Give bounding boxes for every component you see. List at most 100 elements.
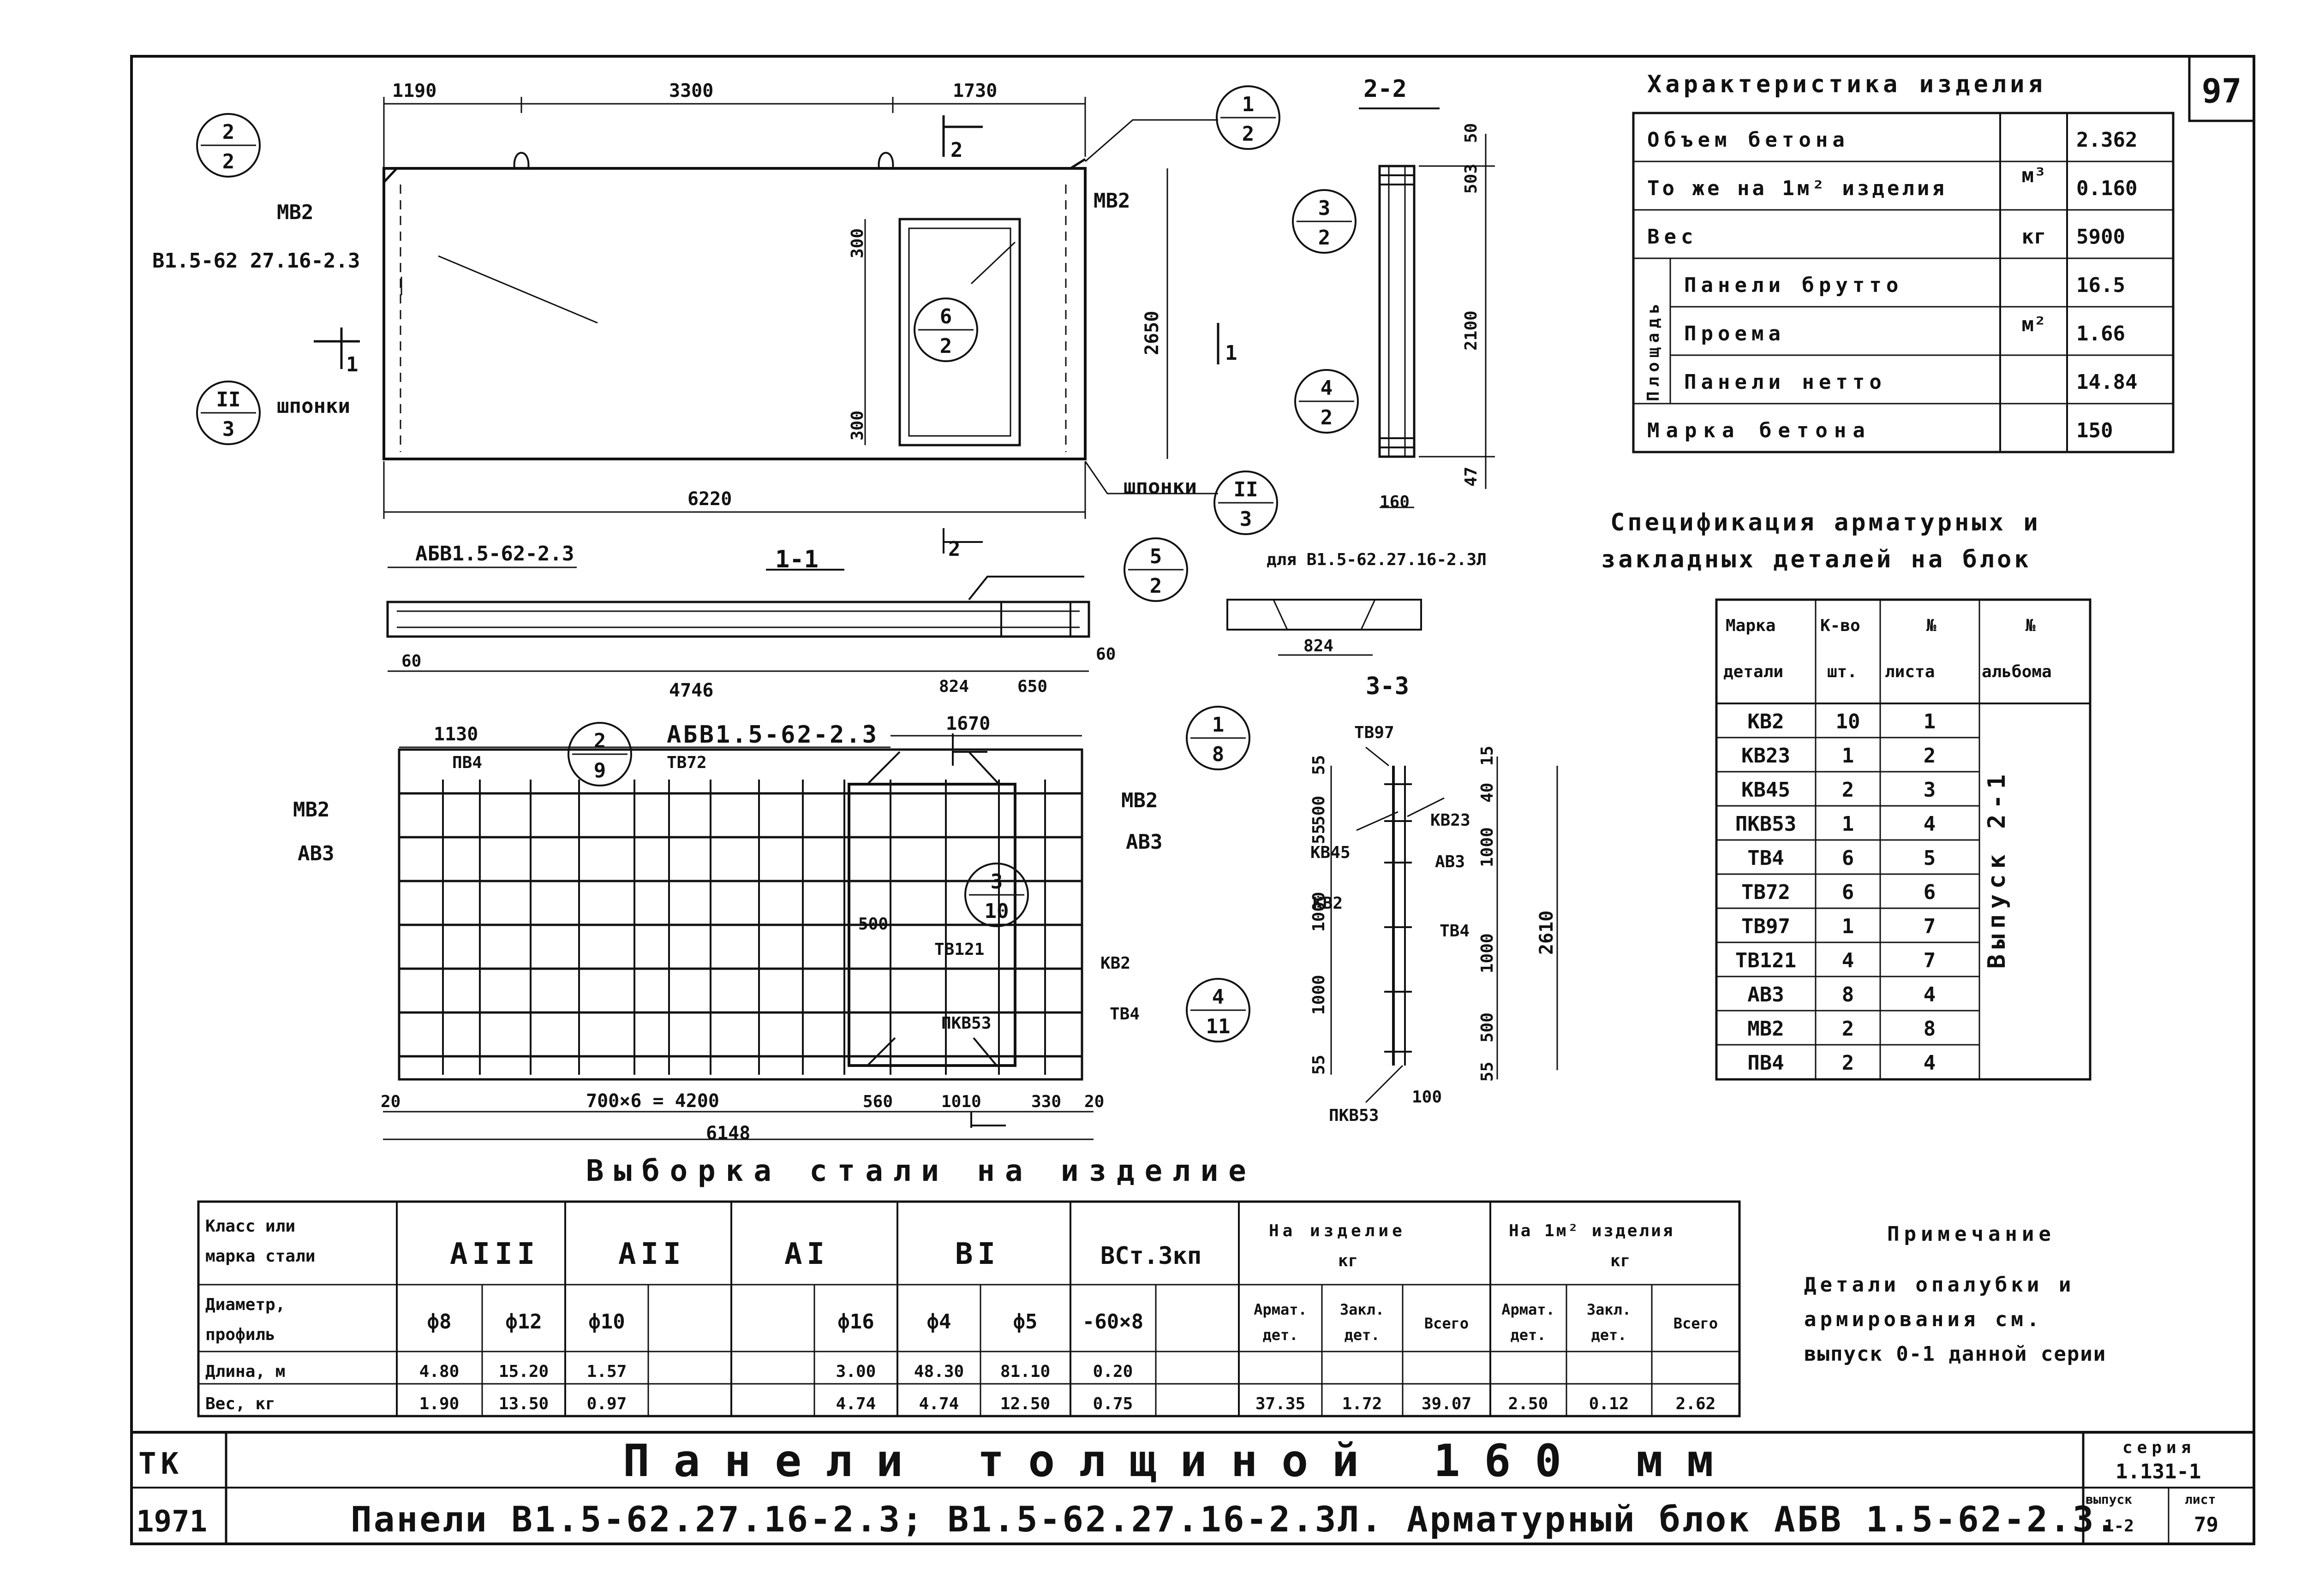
steel-subheader: дет. bbox=[1262, 1326, 1298, 1344]
section-3-3 bbox=[1330, 746, 1558, 1103]
spec-cell: 3 bbox=[1924, 778, 1936, 802]
spec-cell: ПКВ53 bbox=[1735, 812, 1796, 836]
callout-bottom: 9 bbox=[594, 759, 606, 782]
char-unit-2: кг bbox=[2022, 225, 2046, 249]
callout-circle bbox=[914, 298, 978, 362]
dim-total: 6220 bbox=[687, 488, 732, 510]
steel-class-1: АII bbox=[618, 1237, 686, 1271]
steel-profile-cell: ф5 bbox=[1013, 1310, 1038, 1334]
spec-header-mark-1: Марка bbox=[1726, 616, 1775, 635]
char-value-5: 14.84 bbox=[2076, 370, 2137, 394]
spec-cell: 2 bbox=[1842, 1017, 1854, 1041]
spec-header-album-1: № bbox=[2025, 616, 2036, 635]
block-label-pkv53: ПКВ53 bbox=[941, 1014, 991, 1033]
dim-top-2: 1730 bbox=[953, 80, 997, 101]
spec-cell: 1 bbox=[1924, 710, 1936, 733]
spec-cell: 1 bbox=[1842, 915, 1854, 938]
cut-mark-2-sec11: 2 bbox=[948, 537, 961, 561]
spec-header-mark-2: детали bbox=[1723, 662, 1783, 681]
char-label-0: Объем бетона bbox=[1647, 128, 1849, 152]
spec-cell: 2 bbox=[1842, 1051, 1854, 1075]
spec-cell: АВ3 bbox=[1747, 983, 1784, 1006]
s33-label-tv97: ТВ97 bbox=[1354, 723, 1394, 742]
steel-length-cell: 4.80 bbox=[419, 1362, 460, 1381]
spec-header-sheet-2: листа bbox=[1885, 662, 1935, 681]
steel-class-2: АI bbox=[784, 1237, 829, 1271]
s33-dim-3: 1000 bbox=[1309, 892, 1328, 932]
page-number: 97 bbox=[2202, 71, 2242, 110]
s33-label-kv2: КВ2 bbox=[1313, 894, 1343, 913]
spec-cell: 8 bbox=[1924, 1017, 1936, 1041]
dim-11-1: 4746 bbox=[669, 680, 713, 701]
char-label-3: Панели брутто bbox=[1684, 274, 1903, 297]
block-label-av3-right: АВ3 bbox=[1126, 830, 1162, 854]
steel-profile-cell: ф8 bbox=[427, 1310, 452, 1334]
callout-circle bbox=[1186, 706, 1250, 770]
cut-mark-1-left: 1 bbox=[346, 353, 359, 376]
steel-title: Выборка стали на изделие bbox=[586, 1154, 1256, 1188]
spec-cell: 2 bbox=[1842, 778, 1854, 802]
steel-weight-label: Вес, кг bbox=[205, 1394, 275, 1413]
spec-cell: КВ23 bbox=[1741, 744, 1790, 768]
sheet-subtitle: Панели В1.5-62.27.16-2.3; В1.5-62.27.16-… bbox=[351, 1499, 2118, 1540]
callout-bottom: 2 bbox=[1150, 574, 1162, 598]
page-number-box bbox=[2188, 55, 2255, 122]
dim-11-3: 650 bbox=[1017, 677, 1047, 696]
s33-dim-8: 1000 bbox=[1478, 827, 1497, 867]
steel-class-0: АIII bbox=[450, 1237, 539, 1271]
steel-profile-label-1: Диаметр, bbox=[205, 1295, 285, 1314]
block-label-pv4: ПВ4 bbox=[452, 753, 482, 772]
year-label: 1971 bbox=[136, 1505, 207, 1539]
callout-circle bbox=[1186, 978, 1250, 1042]
dim-block-9: 500 bbox=[858, 915, 888, 934]
block-dimensions bbox=[383, 733, 1094, 1140]
block-label-tv4: ТВ4 bbox=[1110, 1005, 1140, 1024]
callout-circle bbox=[1124, 537, 1188, 602]
sec-1-1-title: 1-1 bbox=[775, 546, 819, 573]
steel-weight-cell: 4.74 bbox=[919, 1394, 959, 1413]
callout-top: 3 bbox=[1318, 197, 1331, 220]
spec-title-1: Спецификация арматурных и bbox=[1610, 509, 2041, 536]
cut-mark-2-top: 2 bbox=[950, 138, 963, 162]
callout-circle bbox=[1294, 369, 1359, 434]
callout-top: 1 bbox=[1212, 713, 1225, 737]
callout-top: 1 bbox=[1242, 93, 1255, 116]
callout-bottom: 2 bbox=[1321, 406, 1333, 429]
block-label-kv2: КВ2 bbox=[1100, 954, 1130, 973]
spec-cell: 1 bbox=[1842, 744, 1854, 768]
dim-11-4: 60 bbox=[1096, 645, 1116, 664]
spec-cell: ПВ4 bbox=[1747, 1051, 1784, 1075]
callout-bottom: 10 bbox=[985, 899, 1009, 923]
block-label-mv2-left: МВ2 bbox=[293, 798, 329, 822]
char-label-1: То же на 1м² изделия bbox=[1647, 177, 1947, 200]
characteristics-table bbox=[1632, 112, 2175, 453]
steel-subheader: Закл. bbox=[1587, 1301, 1631, 1318]
spec-header-qty-1: К-во bbox=[1820, 616, 1860, 635]
note-line-1: армирования см. bbox=[1804, 1308, 2043, 1331]
label-shponki-right: шпонки bbox=[1124, 475, 1197, 499]
spec-row-lines bbox=[1716, 737, 1979, 1046]
spec-album: Выпуск 2-1 bbox=[1983, 769, 2011, 969]
panel-elevation bbox=[314, 97, 1219, 519]
char-unit-3: м² bbox=[2022, 313, 2046, 336]
steel-subheader: Всего bbox=[1424, 1315, 1469, 1332]
steel-subheader: Армат. bbox=[1254, 1301, 1307, 1318]
spec-cell: 8 bbox=[1842, 983, 1854, 1006]
steel-class-label-2: марка стали bbox=[205, 1247, 315, 1266]
steel-weight-cell: 0.97 bbox=[587, 1394, 627, 1413]
s33-label-kv45: КВ45 bbox=[1310, 843, 1351, 862]
title-block bbox=[131, 1431, 2254, 1544]
dim-block-6: 330 bbox=[1031, 1092, 1061, 1111]
callout-bottom: 2 bbox=[1318, 226, 1331, 250]
spec-cell: ТВ72 bbox=[1741, 881, 1790, 904]
steel-class-4: ВСт.3кп bbox=[1100, 1242, 1201, 1270]
char-label-4: Проема bbox=[1684, 322, 1785, 345]
char-label-6: Марка бетона bbox=[1647, 419, 1871, 442]
callout-top: 6 bbox=[940, 305, 952, 328]
spec-cell: 4 bbox=[1924, 983, 1936, 1006]
label-mv2-right: МВ2 bbox=[1094, 189, 1130, 213]
s33-dim-2: 55 bbox=[1309, 824, 1328, 844]
